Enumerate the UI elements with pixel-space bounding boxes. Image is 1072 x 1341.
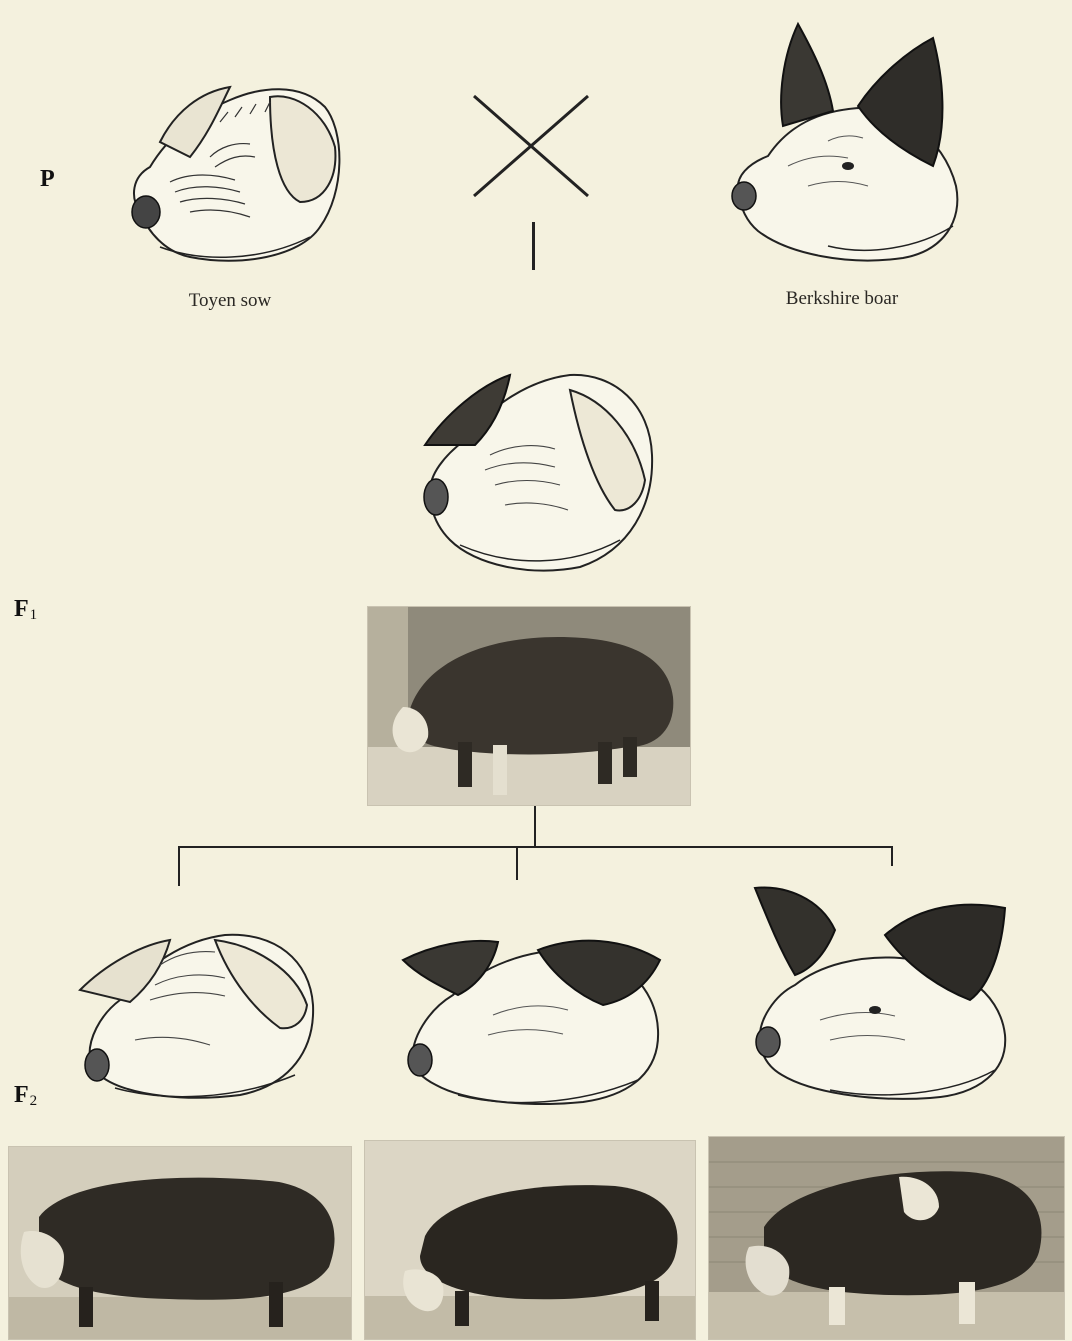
tree-stem-line xyxy=(534,806,536,848)
f2-pig-photograph-right xyxy=(708,1136,1065,1340)
toyen-sow-caption: Toyen sow xyxy=(140,290,320,312)
generation-label-f1: F1 xyxy=(14,596,37,624)
cross-icon xyxy=(470,92,592,200)
generation-label-f2: F2 xyxy=(14,1082,37,1110)
tree-horizontal-line xyxy=(178,846,893,848)
f1-pig-head-drawing xyxy=(420,345,660,577)
f2-intermediate-ear-head-drawing xyxy=(398,900,668,1105)
f2-pig-photograph-center xyxy=(364,1140,696,1340)
generation-label-p: P xyxy=(40,166,55,193)
tree-branch-center xyxy=(516,846,518,880)
tree-branch-right xyxy=(891,846,893,866)
f2-prick-ear-head-drawing xyxy=(750,880,1012,1100)
toyen-sow-head-drawing xyxy=(120,62,350,270)
f2-lop-ear-head-drawing xyxy=(75,890,320,1100)
tree-branch-left xyxy=(178,846,180,886)
cross-descent-line xyxy=(532,222,535,270)
berkshire-boar-head-drawing xyxy=(728,16,968,266)
berkshire-boar-caption: Berkshire boar xyxy=(752,288,932,310)
f2-pig-photograph-left xyxy=(8,1146,352,1340)
f1-pig-photograph xyxy=(367,606,691,806)
